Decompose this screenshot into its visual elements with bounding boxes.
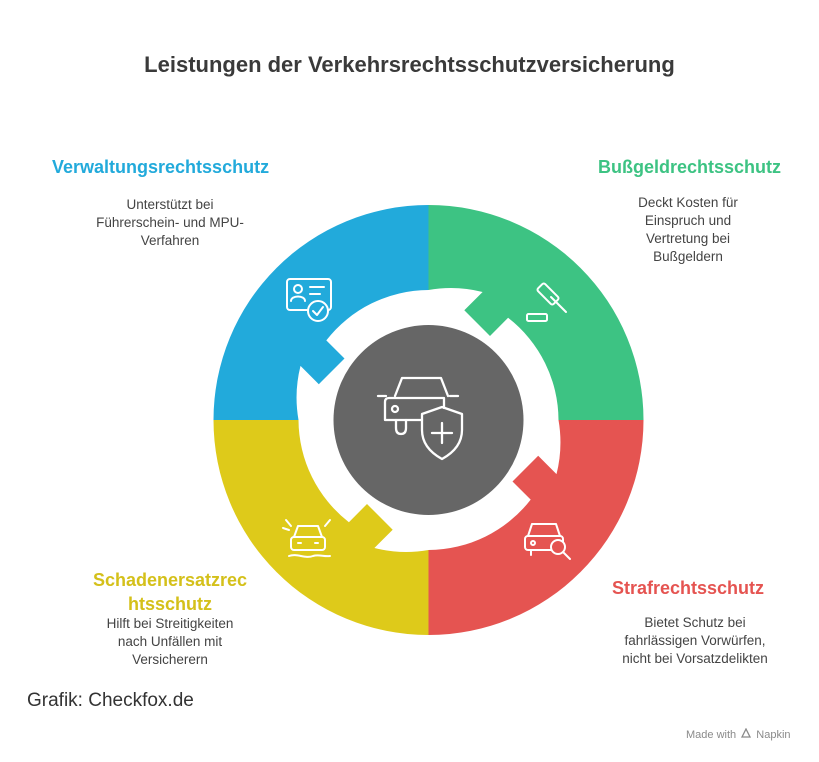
section-desc-bussgeld: Deckt Kosten für Einspruch und Vertretun… xyxy=(598,194,778,266)
segment-schadenersatz xyxy=(213,420,429,635)
desc-line: fahrlässigen Vorwürfen, xyxy=(624,633,766,648)
gavel-icon xyxy=(526,282,567,322)
desc-line: Einspruch und xyxy=(644,213,732,228)
desc-line: Bußgeldern xyxy=(653,249,723,264)
title-line: Schadenersatzrec xyxy=(92,570,248,590)
desc-line: Führerschein- und MPU- xyxy=(96,215,244,230)
desc-line: nach Unfällen mit xyxy=(117,634,223,649)
desc-line: Verfahren xyxy=(140,233,200,248)
desc-line: Hilft bei Streitigkeiten xyxy=(106,616,234,631)
made-with-label: Made with xyxy=(686,729,737,741)
section-desc-straf: Bietet Schutz bei fahrlässigen Vorwürfen… xyxy=(600,614,790,668)
section-desc-verwaltung: Unterstützt bei Führerschein- und MPU- V… xyxy=(60,196,280,250)
center-circle xyxy=(333,325,524,515)
license-check-icon xyxy=(286,278,332,322)
section-title-bussgeld: Bußgeldrechtsschutz xyxy=(598,157,782,177)
desc-line: Deckt Kosten für xyxy=(638,195,738,210)
title-line: htsschutz xyxy=(127,594,212,614)
desc-line: Versicherern xyxy=(132,652,208,667)
desc-line: Bietet Schutz bei xyxy=(644,615,746,630)
made-with-napkin[interactable]: Made with Napkin xyxy=(686,727,791,741)
napkin-brand: Napkin xyxy=(756,729,791,741)
desc-line: Unterstützt bei xyxy=(126,197,214,212)
car-search-icon xyxy=(524,523,571,560)
source-credit: Grafik: Checkfox.de xyxy=(27,690,194,711)
segment-straf xyxy=(428,420,644,635)
desc-line: Vertretung bei xyxy=(645,231,731,246)
page-title: Leistungen der Verkehrsrechtsschutzversi… xyxy=(144,52,675,77)
section-title-verwaltung: Verwaltungsrechtsschutz xyxy=(52,157,270,177)
segment-bussgeld xyxy=(428,205,644,420)
section-title-schadenersatz: Schadenersatzrec htsschutz xyxy=(60,568,280,616)
car-accident-icon xyxy=(282,519,331,558)
napkin-logo-icon xyxy=(741,727,752,741)
section-title-straf: Strafrechtsschutz xyxy=(612,578,765,598)
desc-line: nicht bei Vorsatzdelikten xyxy=(622,651,768,666)
car-shield-icon xyxy=(376,376,464,461)
section-desc-schadenersatz: Hilft bei Streitigkeiten nach Unfällen m… xyxy=(60,615,280,669)
